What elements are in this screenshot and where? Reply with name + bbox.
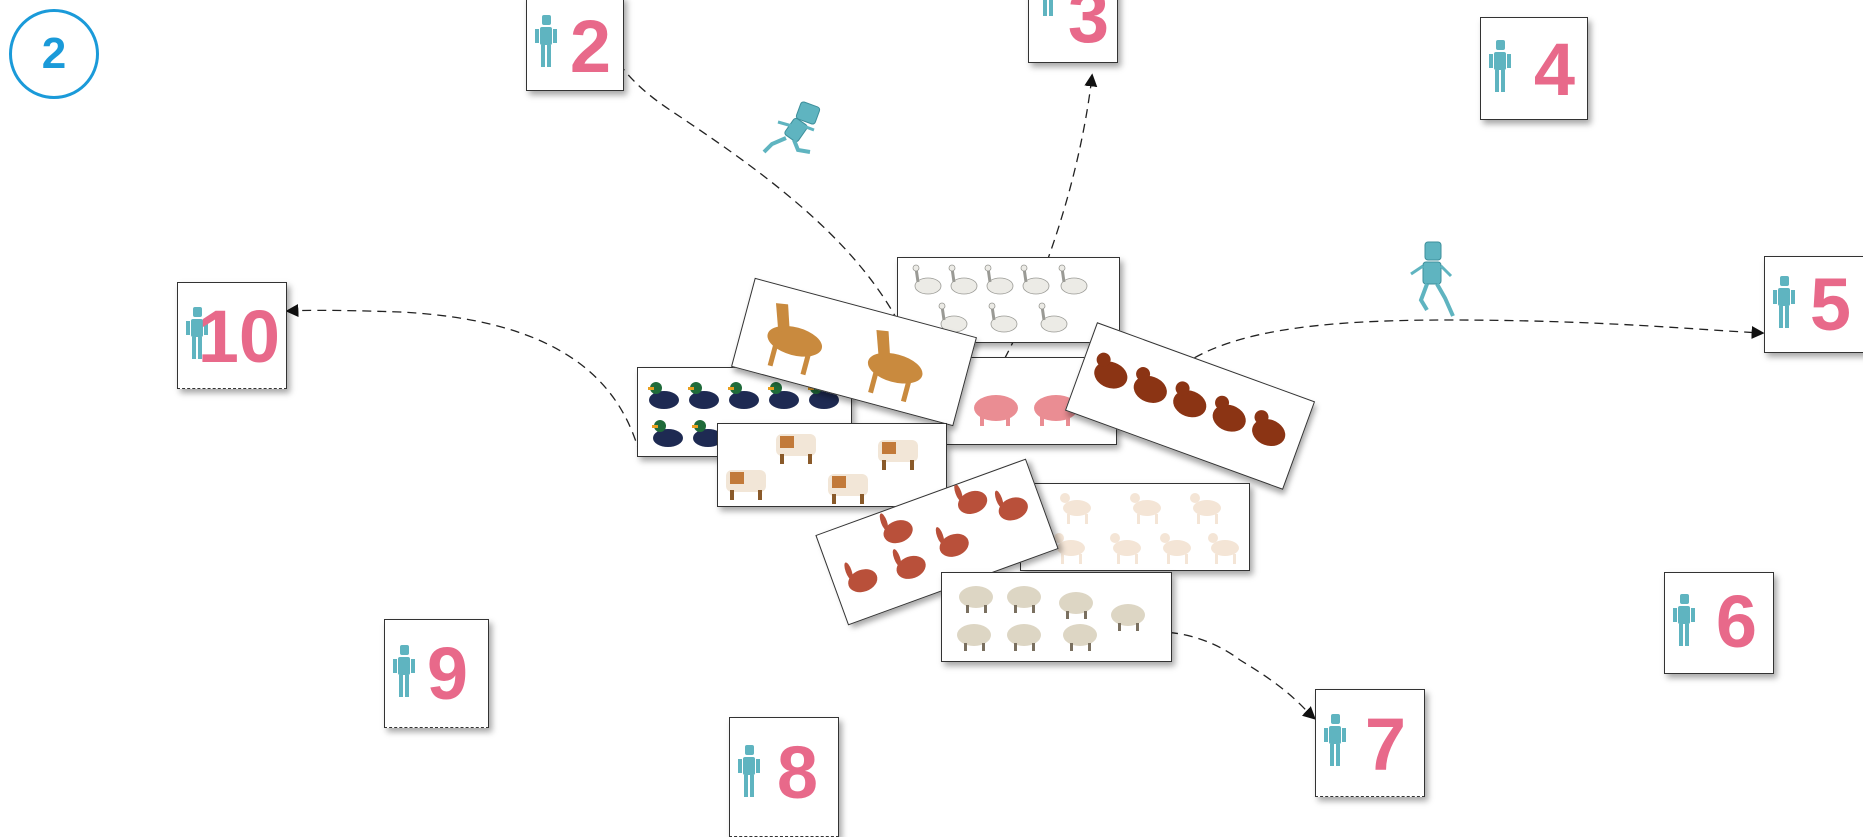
robot-icon xyxy=(393,645,415,703)
robot-icon xyxy=(1489,40,1511,98)
robot-icon xyxy=(1673,594,1695,652)
number-card-10[interactable]: 10 xyxy=(177,282,287,389)
arrow-to-5 xyxy=(1170,320,1762,375)
number-label: 3 xyxy=(1068,0,1109,54)
number-card-6[interactable]: 6 xyxy=(1664,572,1774,674)
robot-icon xyxy=(535,15,557,73)
robot-icon xyxy=(1324,714,1346,772)
animal-card-goats[interactable] xyxy=(1020,483,1250,571)
animal-card-cows[interactable] xyxy=(717,423,947,507)
number-label: 8 xyxy=(777,736,818,810)
number-card-8[interactable]: 8 xyxy=(729,717,839,837)
sheep-icons xyxy=(942,573,1170,660)
number-card-2[interactable]: 2 xyxy=(526,0,624,91)
number-label: 7 xyxy=(1365,708,1406,782)
number-label: 4 xyxy=(1534,33,1575,107)
robot-icon xyxy=(1037,0,1059,22)
arrow-to-10 xyxy=(288,310,640,455)
goat-icons xyxy=(1021,484,1248,569)
number-card-5[interactable]: 5 xyxy=(1764,256,1863,353)
number-card-9[interactable]: 9 xyxy=(384,619,489,728)
number-card-4[interactable]: 4 xyxy=(1480,17,1588,120)
robot-icon xyxy=(738,745,760,803)
number-card-3[interactable]: 3 xyxy=(1028,0,1118,63)
robot-icon xyxy=(1773,276,1795,334)
number-label: 2 xyxy=(570,10,611,84)
cow-icons xyxy=(718,424,945,505)
number-label: 6 xyxy=(1716,585,1757,659)
running-robot-icon xyxy=(758,100,830,160)
number-label: 5 xyxy=(1810,268,1851,342)
number-label: 9 xyxy=(427,637,468,711)
animal-card-sheep[interactable] xyxy=(941,572,1172,662)
number-label: 10 xyxy=(198,300,280,374)
running-robot-icon xyxy=(1405,238,1465,322)
number-card-7[interactable]: 7 xyxy=(1315,689,1425,797)
